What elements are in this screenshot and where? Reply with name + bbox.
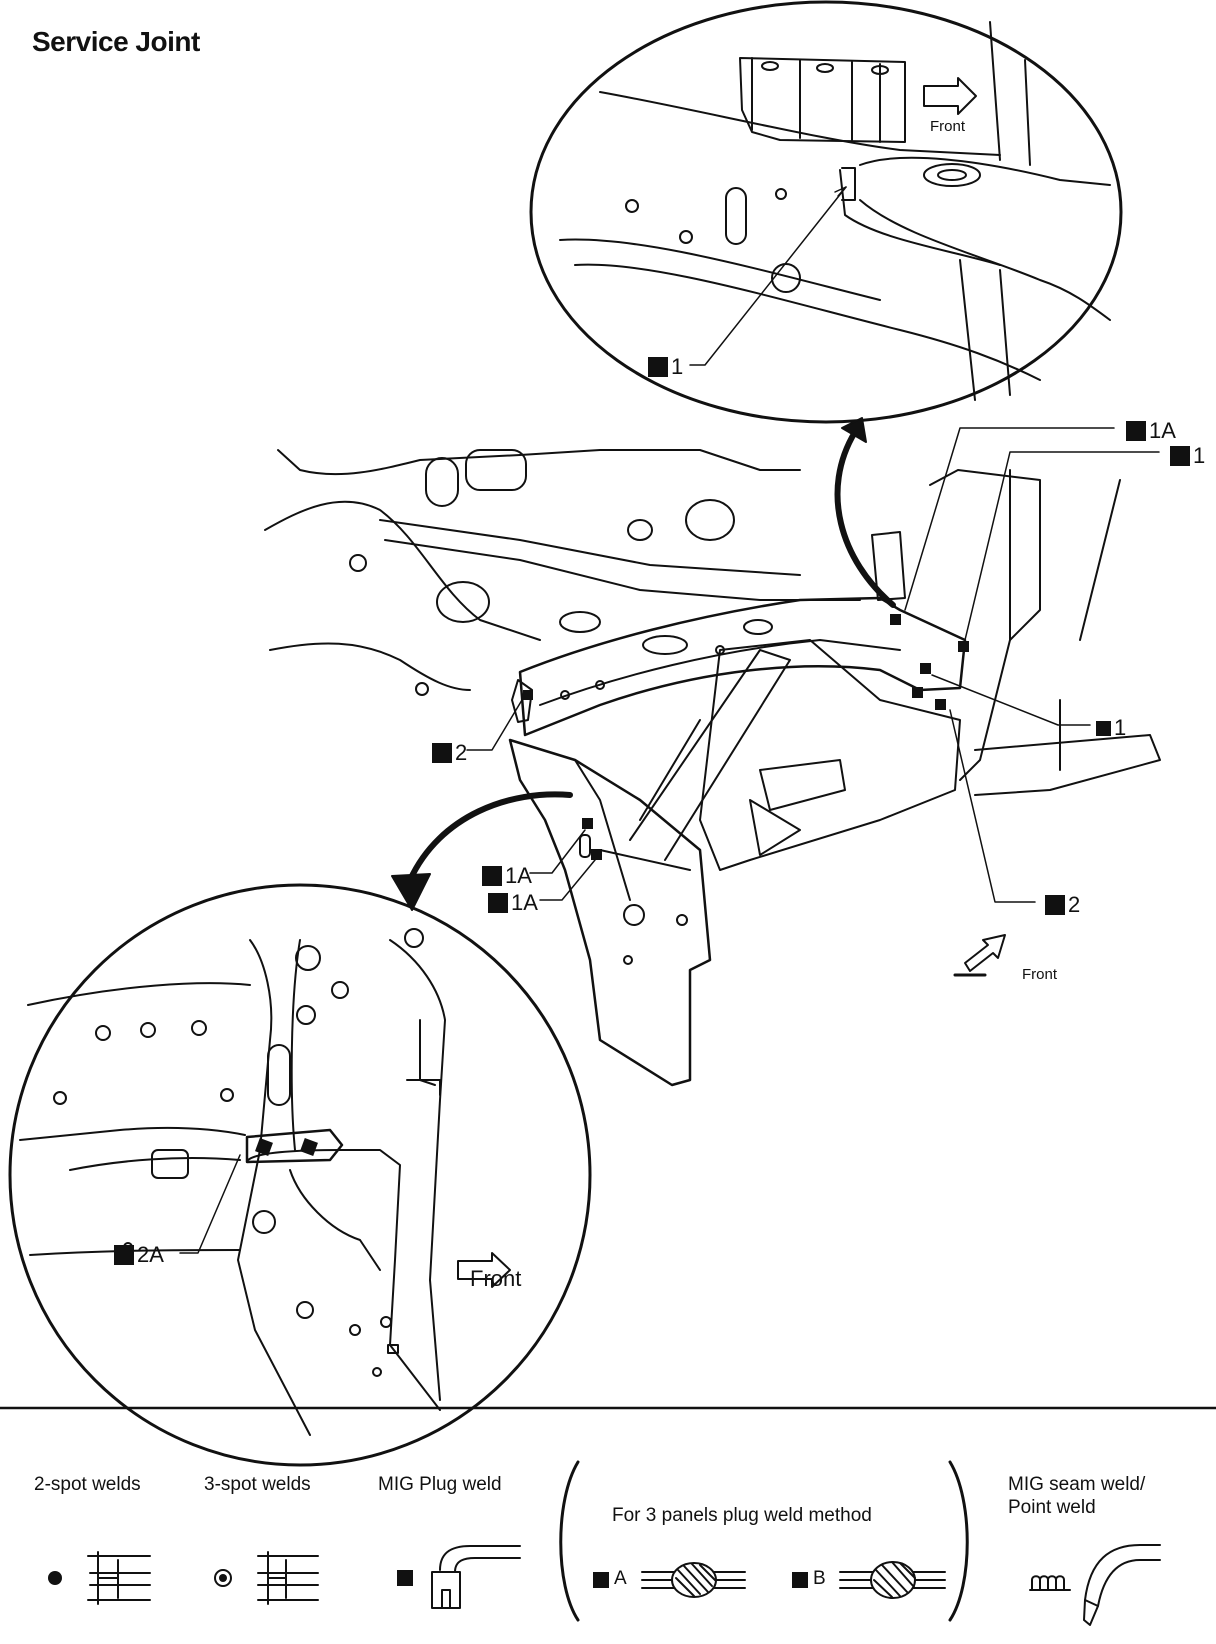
mig-plug-square-icon <box>397 1570 413 1586</box>
legend-method-b: B <box>813 1568 826 1589</box>
method-a-square-icon <box>593 1572 609 1588</box>
callout-weld-2-lower: 2 <box>1045 892 1080 918</box>
front-label-top-inset: Front <box>930 118 966 135</box>
callout-weld-1-right-top: 1 <box>1170 443 1205 469</box>
bottom-inset-detail <box>8 883 592 1467</box>
callout-weld-1a-left-b: 1A <box>488 890 538 916</box>
legend-mig-plug-weld: MIG Plug weld <box>378 1474 502 1495</box>
top-inset-detail <box>529 0 1123 424</box>
front-label-bottom-inset: Front <box>470 1266 522 1291</box>
weld-square-icon <box>488 893 508 913</box>
legend-mig-seam-weld: MIG seam weld/ <box>1008 1474 1146 1495</box>
page-title: Service Joint <box>32 26 200 57</box>
front-label-main: Front <box>1022 966 1058 983</box>
legend-3-panels-method: For 3 panels plug weld method <box>612 1505 872 1526</box>
weld-square-icon <box>114 1245 134 1265</box>
callout-weld-1-top-inset: 1 <box>648 354 683 380</box>
method-b-square-icon <box>792 1572 808 1588</box>
callout-weld-1a-left-a: 1A <box>482 863 532 889</box>
weld-square-icon <box>1096 720 1111 736</box>
weld-legend <box>0 1406 1216 1626</box>
callout-weld-1a-right: 1A <box>1126 418 1176 444</box>
legend-point-weld: Point weld <box>1008 1497 1096 1518</box>
weld-square-icon <box>432 743 452 763</box>
callout-weld-2a-bottom-inset: 2A <box>114 1242 164 1268</box>
weld-square-icon <box>1170 446 1190 466</box>
legend-3-spot-welds: 3-spot welds <box>204 1474 311 1495</box>
legend-2-spot-welds: 2-spot welds <box>34 1474 141 1495</box>
callout-weld-2-left: 2 <box>432 740 467 766</box>
callout-weld-1-right-mid: 1 <box>1096 715 1126 741</box>
legend-method-a: A <box>614 1568 627 1589</box>
main-structure-view <box>264 417 1161 1087</box>
weld-square-icon <box>1126 421 1146 441</box>
weld-square-icon <box>1045 895 1065 915</box>
weld-square-icon <box>482 866 502 886</box>
weld-square-icon <box>648 357 668 377</box>
